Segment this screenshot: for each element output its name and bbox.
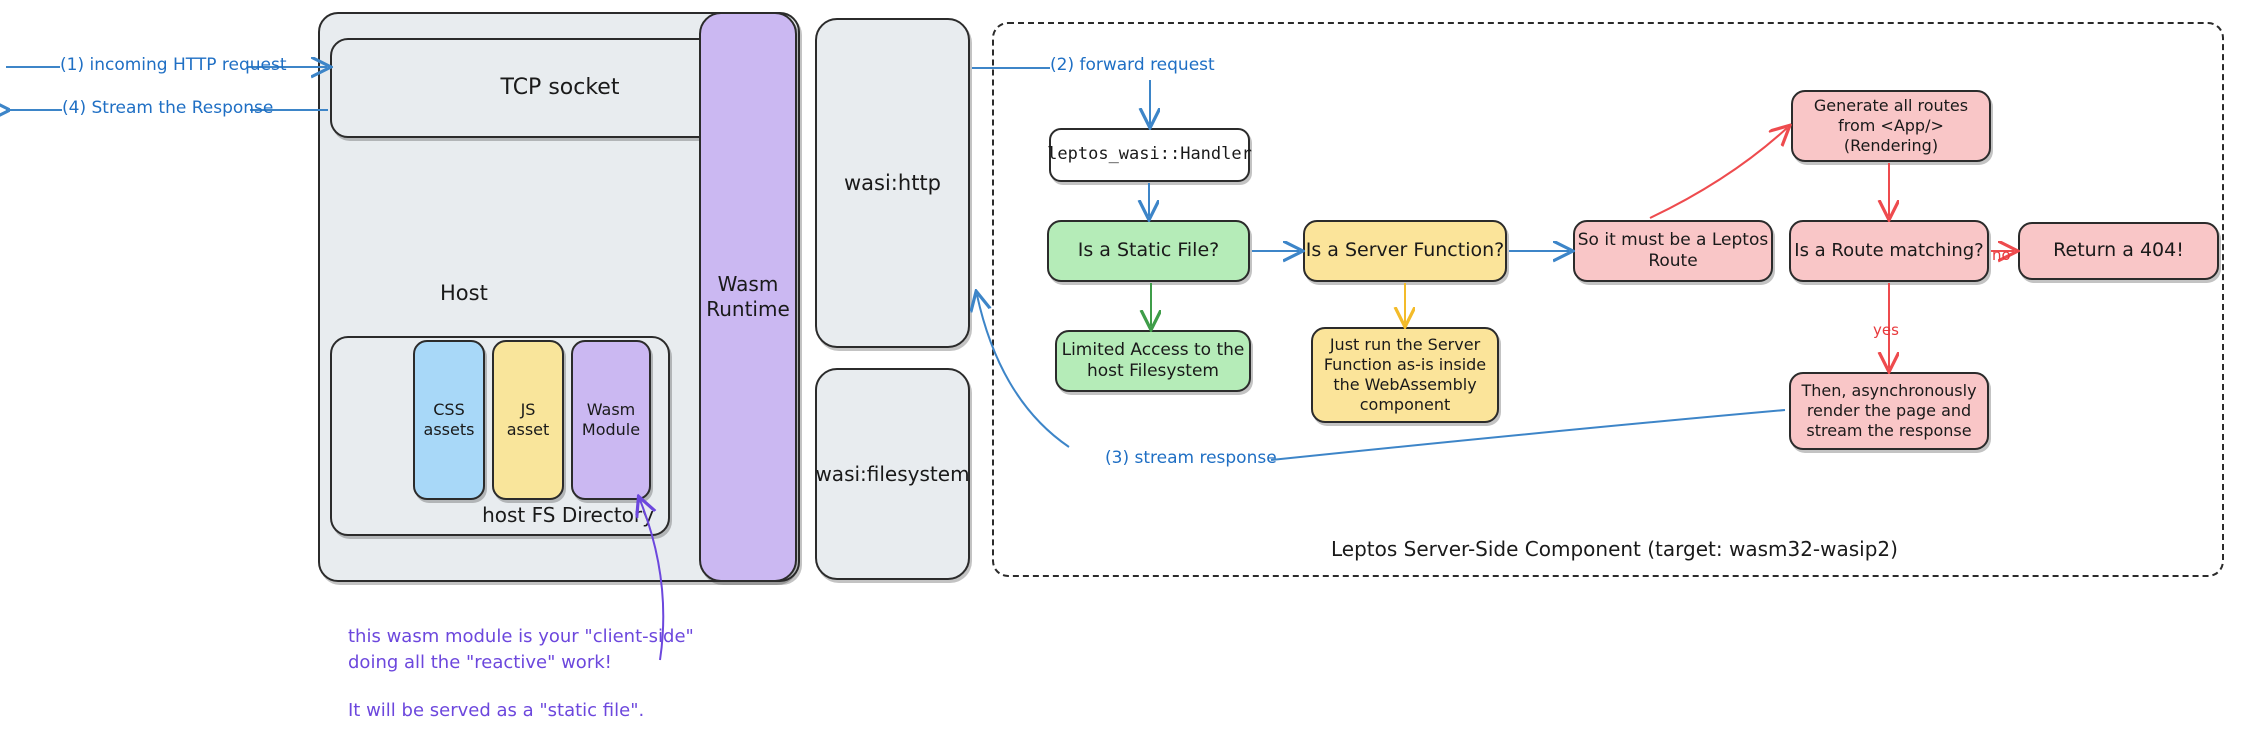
wasm-module-note-line1: this wasm module is your "client-side": [348, 626, 694, 647]
generate-routes-node: Generate all routes from <App/> (Renderi…: [1791, 90, 1991, 162]
is-static-file-label: Is a Static File?: [1077, 239, 1220, 262]
return-404-node: Return a 404!: [2018, 222, 2219, 280]
forward-request-label: (2) forward request: [1050, 55, 1215, 75]
js-asset-box: JS asset: [492, 340, 564, 500]
is-route-matching-node: Is a Route matching?: [1789, 220, 1989, 282]
js-asset-label: JS asset: [506, 400, 550, 439]
wasm-runtime-box: Wasm Runtime: [699, 12, 797, 582]
then-async-render-node: Then, asynchronously render the page and…: [1789, 372, 1989, 450]
host-label: Host: [440, 281, 488, 305]
host-fs-directory-label: host FS Directory: [482, 503, 654, 527]
leptos-route-node: So it must be a Leptos Route: [1573, 220, 1773, 282]
wasi-http-label: wasi:http: [843, 170, 941, 195]
incoming-request-label: (1) incoming HTTP request: [60, 55, 287, 75]
css-assets-label: CSS assets: [423, 400, 475, 439]
wasm-runtime-label: Wasm Runtime: [706, 272, 790, 321]
leptos-component-caption: Leptos Server-Side Component (target: wa…: [1331, 537, 1898, 561]
return-404-label: Return a 404!: [2053, 239, 2184, 262]
leptos-route-label: So it must be a Leptos Route: [1577, 229, 1769, 271]
wasi-http-box: wasi:http: [815, 18, 970, 348]
just-run-server-function-label: Just run the Server Function as-is insid…: [1323, 335, 1487, 414]
leptos-component-container: [992, 22, 2224, 577]
wasm-module-note-line2: doing all the "reactive" work!: [348, 652, 612, 673]
is-server-function-label: Is a Server Function?: [1305, 239, 1505, 262]
stream-response-out-label: (4) Stream the Response: [62, 98, 274, 118]
handler-label: leptos_wasi::Handler: [1047, 144, 1252, 165]
then-async-render-label: Then, asynchronously render the page and…: [1801, 381, 1977, 440]
yes-label: yes: [1873, 321, 1899, 339]
wasi-filesystem-box: wasi:filesystem: [815, 368, 970, 580]
no-label: no: [1992, 246, 2011, 264]
stream-response-in-label: (3) stream response: [1105, 448, 1277, 468]
wasm-module-note-line3: It will be served as a "static file".: [348, 700, 645, 721]
is-static-file-node: Is a Static File?: [1047, 220, 1250, 282]
is-route-matching-label: Is a Route matching?: [1794, 239, 1984, 261]
handler-node: leptos_wasi::Handler: [1047, 128, 1252, 182]
is-server-function-node: Is a Server Function?: [1303, 220, 1507, 282]
wasm-module-box: Wasm Module: [571, 340, 651, 500]
css-assets-box: CSS assets: [413, 340, 485, 500]
just-run-server-function-node: Just run the Server Function as-is insid…: [1311, 327, 1499, 423]
tcp-socket-label: TCP socket: [500, 75, 620, 101]
limited-access-label: Limited Access to the host Filesystem: [1061, 339, 1245, 381]
wasm-module-label: Wasm Module: [581, 400, 641, 439]
limited-access-node: Limited Access to the host Filesystem: [1055, 330, 1251, 392]
generate-routes-label: Generate all routes from <App/> (Renderi…: [1813, 96, 1969, 155]
wasi-filesystem-label: wasi:filesystem: [815, 461, 970, 486]
